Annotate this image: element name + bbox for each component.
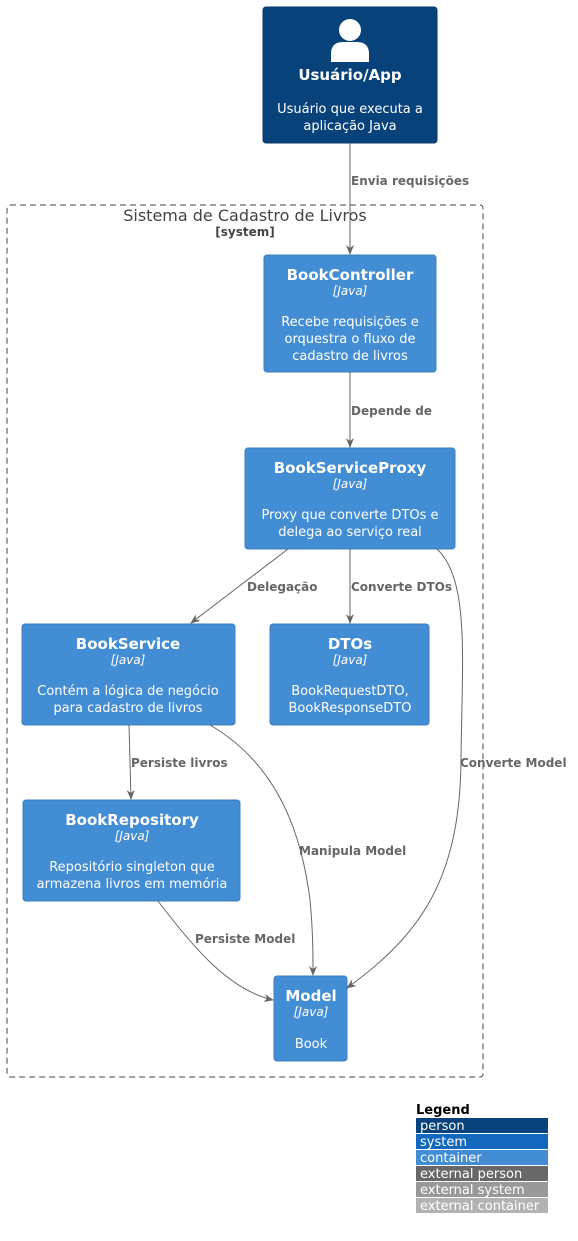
container-desc-line2: para cadastro de livros [53,701,202,716]
legend-item-external-person: external person [416,1166,548,1182]
person-usuario-app[interactable]: Usuário/App Usuário que executa a aplica… [262,6,438,144]
legend: Legend person system container external … [416,1103,548,1214]
legend-label: container [420,1151,482,1166]
legend-label: person [420,1119,465,1134]
container-tech: [Java] [333,284,368,298]
container-bookservice[interactable]: BookService [Java] Contém a lógica de ne… [21,623,236,726]
relation-arrow [209,724,317,976]
container-model[interactable]: Model [Java] Book [273,975,348,1062]
container-name: BookRepository [65,811,199,829]
container-desc-line1: Book [295,1037,328,1052]
legend-label: external person [420,1167,522,1182]
container-desc-line1: Contém a lógica de negócio [37,684,219,699]
person-desc-line2: aplicação Java [303,119,396,134]
container-desc-line2: BookResponseDTO [289,701,412,716]
relation-label: Depende de [351,404,432,418]
legend-item-external-system: external system [416,1182,548,1198]
relationship-persiste-livros: Persiste livros [126,724,228,800]
relation-label: Envia requisições [351,174,469,188]
legend-swatch [416,1198,548,1213]
person-name: Usuário/App [298,66,402,84]
legend-swatch [416,1118,548,1133]
boundary-title: Sistema de Cadastro de Livros [123,206,367,225]
container-desc-line2: delega ao serviço real [278,525,422,540]
legend-label: external system [420,1183,525,1198]
container-desc-line2: armazena livros em memória [37,877,228,892]
container-bookrepository[interactable]: BookRepository [Java] Repositório single… [22,799,241,902]
container-bookserviceproxy[interactable]: BookServiceProxy [Java] Proxy que conver… [244,447,456,550]
relation-arrow [126,724,135,800]
relation-arrow [157,900,274,1002]
relationship-persiste-model: Persiste Model [157,900,295,1002]
container-desc-line3: cadastro de livros [292,349,408,364]
system-boundary: Sistema de Cadastro de Livros [system] [6,204,484,1078]
legend-title: Legend [416,1103,470,1118]
container-tech: [Java] [333,653,368,667]
relation-label: Manipula Model [299,844,406,858]
relation-arrow [190,548,289,624]
relationship-delegacao: Delegação [190,548,318,624]
relation-label: Converte Model [460,756,567,770]
legend-swatch [416,1150,548,1165]
container-desc-line2: orquestra o fluxo de [284,332,415,347]
legend-label: external container [420,1199,540,1214]
legend-item-person: person [416,1118,548,1134]
legend-swatch [416,1134,548,1149]
container-bookcontroller[interactable]: BookController [Java] Recebe requisições… [263,254,437,373]
container-tech: [Java] [333,477,368,491]
legend-swatch [416,1182,548,1197]
container-name: Model [285,987,336,1005]
person-desc-line1: Usuário que executa a [277,102,423,117]
person-icon [331,19,369,62]
relation-label: Delegação [247,580,318,594]
relationship-envia-requisicoes: Envia requisições [346,143,469,255]
legend-item-external-container: external container [416,1198,548,1214]
container-name: BookController [287,266,414,284]
container-desc-line1: Recebe requisições e [281,315,419,330]
container-name: BookServiceProxy [274,459,427,477]
relation-label: Persiste Model [195,932,295,946]
legend-label: system [420,1135,467,1150]
container-desc-line1: Proxy que converte DTOs e [261,508,438,523]
legend-swatch [416,1166,548,1181]
relationship-converte-model: Converte Model [346,548,567,989]
container-tech: [Java] [294,1005,329,1019]
relationship-manipula-model: Manipula Model [209,724,406,976]
container-name: BookService [76,635,180,653]
legend-item-container: container [416,1150,548,1166]
container-desc-line1: Repositório singleton que [49,860,215,875]
relation-label: Converte DTOs [351,580,452,594]
relationship-converte-dtos: Converte DTOs [346,549,452,624]
boundary-type: [system] [215,225,274,239]
relation-label: Persiste livros [131,756,228,770]
relationship-depende-de: Depende de [346,372,432,448]
container-desc-line1: BookRequestDTO, [291,684,408,699]
container-tech: [Java] [111,653,146,667]
container-tech: [Java] [115,829,150,843]
relation-arrow [346,548,464,989]
legend-item-system: system [416,1134,548,1150]
container-dtos[interactable]: DTOs [Java] BookRequestDTO, BookResponse… [269,623,430,726]
container-name: DTOs [328,635,372,653]
